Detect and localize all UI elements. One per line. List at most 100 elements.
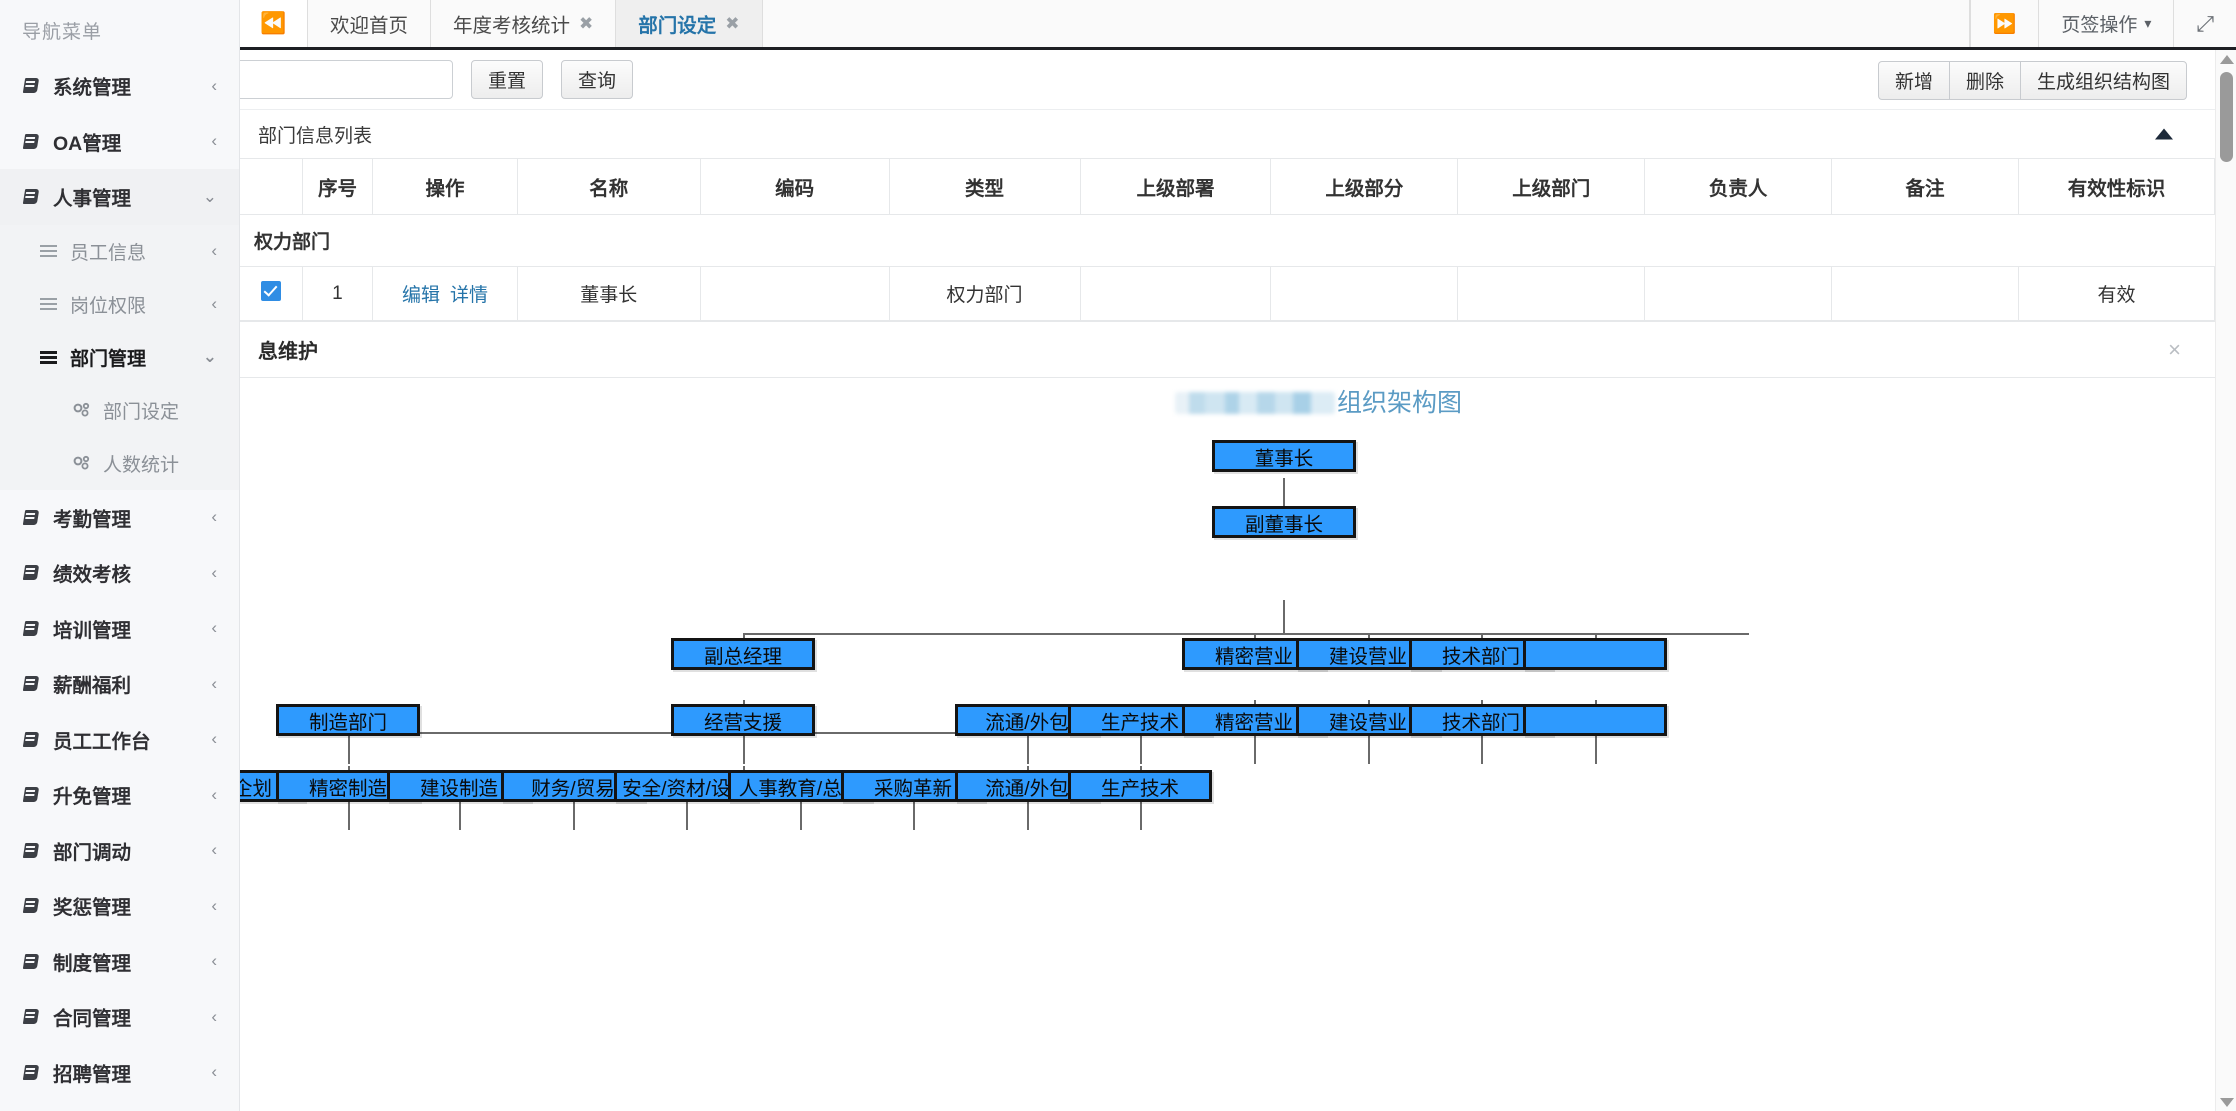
column-header-index[interactable]: 序号 [302,158,374,215]
detail-link[interactable]: 详情 [449,285,488,306]
book-icon [22,954,40,969]
close-icon[interactable]: × [2168,336,2181,362]
sidebar-item-employee-info[interactable]: 员工信息 ‹ [0,225,239,278]
scroll-up-icon[interactable] [2216,50,2236,68]
book-icon [22,676,40,691]
column-header-type[interactable]: 类型 [889,158,1081,215]
sidebar-item-compensation-benefits[interactable]: 薪酬福利 ‹ [0,656,239,712]
tab-bar: ⏪ 欢迎首页 年度考核统计 ✖ 部门设定 ✖ ⏩ 页签操作 ▾ ⤢ [240,0,2236,50]
sidebar-item-attendance-management[interactable]: 考勤管理 ‹ [0,490,239,546]
table-row[interactable]: 1 编辑详情 董事长 权力部门 有效 [240,266,2215,321]
book-icon [22,1009,40,1024]
org-node-l4-overflow[interactable] [1523,704,1667,736]
column-header-parent-dept[interactable]: 上级部门 [1457,158,1646,215]
sidebar-item-post-permission[interactable]: 岗位权限 ‹ [0,278,239,331]
chevron-left-icon: ‹ [211,729,217,749]
column-header-name[interactable]: 名称 [517,158,701,215]
sidebar-item-department-setting[interactable]: 部门设定 [0,384,239,437]
column-header-owner[interactable]: 负责人 [1644,158,1833,215]
sidebar-item-label: 制度管理 [53,952,132,975]
tab-action-menu[interactable]: 页签操作 ▾ [2038,0,2173,47]
sidebar-item-oa-management[interactable]: OA管理 ‹ [0,114,239,170]
sidebar-item-recruitment-management[interactable]: 招聘管理 ‹ [0,1045,239,1101]
column-header-code[interactable]: 编码 [700,158,890,215]
org-node-vice-chairman[interactable]: 副董事长 [1212,506,1356,538]
tabs-scroll-left-icon[interactable]: ⏪ [240,0,308,47]
sidebar-item-performance-appraisal[interactable]: 绩效考核 ‹ [0,545,239,601]
tabs-scroll-right-icon[interactable]: ⏩ [1969,0,2039,47]
edit-link[interactable]: 编辑 [401,285,440,306]
sidebar-item-hr-management[interactable]: 人事管理 ⌄ [0,169,239,225]
org-node-chairman[interactable]: 董事长 [1212,440,1356,472]
chevron-left-icon: ‹ [211,507,217,527]
column-header-parent-deploy[interactable]: 上级部署 [1080,158,1272,215]
sidebar-item-reward-punishment[interactable]: 奖惩管理 ‹ [0,878,239,934]
connector [348,798,350,830]
org-chart: 组织架构图 [240,378,2215,1078]
collapse-caret-icon[interactable] [2155,128,2173,140]
sidebar-item-policy-management[interactable]: 制度管理 ‹ [0,934,239,990]
column-header-parent-part[interactable]: 上级部分 [1270,158,1459,215]
delete-button[interactable]: 删除 [1948,61,2021,100]
action-button-group: 新增 删除 生成组织结构图 [1877,61,2187,100]
org-node-l3-overflow[interactable] [1523,638,1667,670]
sidebar-item-training-management[interactable]: 培训管理 ‹ [0,601,239,657]
sidebar-item-label: OA管理 [53,132,122,155]
sidebar-item-contract-management[interactable]: 合同管理 ‹ [0,989,239,1045]
sidebar-leaf-label: 部门设定 [103,401,180,423]
org-node-production-technology-l5[interactable]: 生产技术 [1068,770,1212,802]
list-icon [40,351,57,364]
tab-department-setting[interactable]: 部门设定 ✖ [616,0,763,47]
tab-welcome-home[interactable]: 欢迎首页 [308,0,432,47]
column-header-remark[interactable]: 备注 [1831,158,2019,215]
row-remark [1831,266,2019,321]
chevron-left-icon: ‹ [211,131,217,151]
column-header-operation[interactable]: 操作 [372,158,518,215]
sidebar-item-department-management[interactable]: 部门管理 ⌄ [0,331,239,384]
sidebar-subitem-label: 岗位权限 [70,295,147,317]
gear-icon [72,455,91,471]
tab-label: 年度考核统计 [453,15,571,37]
generate-org-chart-button[interactable]: 生成组织结构图 [2019,61,2187,100]
reset-button[interactable]: 重置 [471,60,544,99]
connector [573,798,575,830]
add-button[interactable]: 新增 [1877,61,1950,100]
sidebar-item-system-management[interactable]: 系统管理 ‹ [0,58,239,114]
tab-close-icon[interactable]: ✖ [579,13,594,33]
org-node-safety-materials-equipment[interactable]: 安全/资材/设备 [614,770,758,802]
fullscreen-icon[interactable]: ⤢ [2173,0,2236,47]
chevron-down-icon: ⌄ [202,186,217,206]
name-search-input[interactable] [240,60,454,99]
sidebar-item-department-transfer[interactable]: 部门调动 ‹ [0,823,239,879]
chevron-left-icon: ‹ [211,673,217,693]
row-checkbox-cell[interactable] [240,266,303,321]
sidebar-item-label: 部门调动 [53,841,132,864]
chevron-left-icon: ‹ [211,562,217,582]
org-node-business-support[interactable]: 经营支援 [671,704,815,736]
query-button[interactable]: 查询 [561,60,634,99]
column-header-valid-flag[interactable]: 有效性标识 [2018,158,2215,215]
org-node-deputy-gm[interactable]: 副总经理 [671,638,815,670]
tab-annual-appraisal-statistics[interactable]: 年度考核统计 ✖ [431,0,617,47]
sidebar-item-employee-workbench[interactable]: 员工工作台 ‹ [0,712,239,768]
book-icon [22,898,40,913]
table-group-label: 权力部门 [240,214,2215,267]
column-header-select[interactable] [240,158,303,215]
vertical-scrollbar[interactable] [2215,50,2236,1111]
tab-close-icon[interactable]: ✖ [725,13,740,33]
book-icon [22,787,40,802]
table-group-row: 权力部门 [240,214,2215,267]
scroll-down-icon[interactable] [2216,1093,2236,1111]
org-node-manufacturing-dept[interactable]: 制造部门 [276,704,420,736]
scrollbar-thumb[interactable] [2220,72,2233,162]
row-valid-flag: 有效 [2018,266,2215,321]
row-owner [1644,266,1833,321]
row-code [700,266,890,321]
checkbox-checked-icon[interactable] [260,280,281,301]
redacted-company-name [1175,392,1335,414]
sidebar-item-promotion-management[interactable]: 升免管理 ‹ [0,767,239,823]
detail-panel-title: 息维护 [258,341,318,363]
sidebar-item-label: 奖惩管理 [53,897,132,920]
chevron-left-icon: ‹ [211,618,217,638]
sidebar-item-headcount-statistics[interactable]: 人数统计 [0,437,239,490]
